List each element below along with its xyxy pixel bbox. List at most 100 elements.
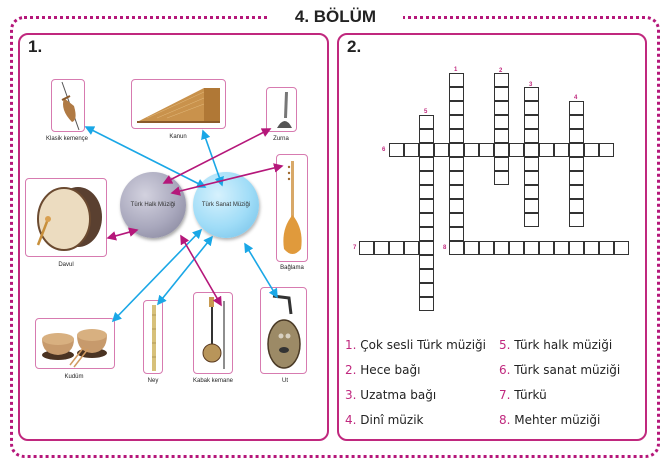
crossword-cell[interactable] [524, 115, 539, 129]
crossword-cell[interactable] [449, 157, 464, 171]
crossword-cell[interactable] [374, 241, 389, 255]
crossword-cell[interactable] [524, 143, 539, 157]
crossword-cell[interactable] [479, 143, 494, 157]
crossword-cell[interactable] [539, 241, 554, 255]
panel-number: 1. [28, 37, 43, 56]
crossword-cell[interactable] [614, 241, 629, 255]
crossword-cell[interactable] [419, 255, 434, 269]
crossword-cell[interactable] [359, 241, 374, 255]
crossword-cell[interactable] [494, 143, 509, 157]
crossword-cell[interactable] [494, 241, 509, 255]
crossword-cell[interactable] [449, 171, 464, 185]
crossword-cell[interactable] [419, 185, 434, 199]
crossword-cell[interactable] [449, 199, 464, 213]
clue-text: Türkü [514, 388, 547, 402]
crossword-cell[interactable] [419, 171, 434, 185]
crossword-cell[interactable] [419, 297, 434, 311]
crossword-cell[interactable] [569, 157, 584, 171]
crossword-cell[interactable] [404, 241, 419, 255]
crossword-cell[interactable] [419, 115, 434, 129]
crossword-cell[interactable] [449, 129, 464, 143]
crossword-cell[interactable] [569, 185, 584, 199]
crossword-cell[interactable] [419, 157, 434, 171]
crossword-cell[interactable] [419, 283, 434, 297]
instrument-card-ut[interactable] [260, 287, 307, 374]
crossword-cell[interactable] [449, 73, 464, 87]
crossword-cell[interactable] [569, 143, 584, 157]
crossword-cell[interactable] [419, 269, 434, 283]
crossword-cell[interactable] [524, 101, 539, 115]
crossword-cell[interactable] [599, 143, 614, 157]
crossword-cell[interactable] [524, 157, 539, 171]
crossword-cell[interactable] [464, 241, 479, 255]
ney-icon [152, 305, 156, 371]
crossword-cell[interactable] [524, 171, 539, 185]
instrument-card-ney[interactable] [143, 300, 163, 374]
crossword-cell[interactable] [419, 213, 434, 227]
crossword-cell[interactable] [434, 143, 449, 157]
crossword-cell[interactable] [524, 199, 539, 213]
instrument-card-kanun[interactable] [131, 79, 226, 129]
crossword-cell[interactable] [524, 87, 539, 101]
crossword-cell[interactable] [494, 157, 509, 171]
clue-text: Çok sesli Türk müziği [360, 338, 486, 352]
crossword-cell[interactable] [419, 129, 434, 143]
crossword-cell[interactable] [569, 115, 584, 129]
crossword-number-8: 8 [443, 245, 447, 251]
crossword-cell[interactable] [419, 143, 434, 157]
crossword-cell[interactable] [599, 241, 614, 255]
instrument-card-kudum[interactable] [35, 318, 115, 369]
crossword-cell[interactable] [494, 73, 509, 87]
section-title: 4. BÖLÜM [294, 7, 377, 26]
crossword-cell[interactable] [494, 87, 509, 101]
crossword-cell[interactable] [509, 143, 524, 157]
crossword-cell[interactable] [554, 143, 569, 157]
crossword-cell[interactable] [569, 171, 584, 185]
crossword-cell[interactable] [449, 115, 464, 129]
crossword-cell[interactable] [389, 143, 404, 157]
crossword-cell[interactable] [449, 227, 464, 241]
instrument-card-klasik-kemence[interactable] [51, 79, 85, 132]
crossword-cell[interactable] [449, 241, 464, 255]
instrument-card-kabak-kemane[interactable] [193, 292, 233, 374]
circle-turk-halk-muzigi[interactable]: Türk Halk Müziği [120, 172, 186, 238]
crossword-cell[interactable] [404, 143, 419, 157]
crossword-cell[interactable] [494, 129, 509, 143]
instrument-card-davul[interactable] [25, 178, 107, 257]
crossword-cell[interactable] [554, 241, 569, 255]
instrument-card-zurna[interactable] [266, 87, 297, 132]
instrument-card-baglama[interactable] [276, 154, 308, 262]
crossword-cell[interactable] [569, 213, 584, 227]
crossword-cell[interactable] [449, 143, 464, 157]
crossword-cell[interactable] [449, 185, 464, 199]
crossword-cell[interactable] [584, 241, 599, 255]
crossword-cell[interactable] [494, 115, 509, 129]
crossword-cell[interactable] [524, 213, 539, 227]
crossword-cell[interactable] [569, 129, 584, 143]
label-klasik-kemence: Klasik kemençe [45, 136, 89, 142]
crossword-cell[interactable] [494, 171, 509, 185]
clue-text: Mehter müziği [514, 413, 601, 427]
crossword-cell[interactable] [419, 227, 434, 241]
crossword-cell[interactable] [524, 185, 539, 199]
crossword-cell[interactable] [449, 101, 464, 115]
crossword-cell[interactable] [449, 213, 464, 227]
crossword-cell[interactable] [524, 129, 539, 143]
crossword-cell[interactable] [419, 241, 434, 255]
clue-num: 5. [499, 338, 511, 352]
crossword-cell[interactable] [584, 143, 599, 157]
circle-turk-sanat-muzigi[interactable]: Türk Sanat Müziği [193, 172, 259, 238]
crossword-cell[interactable] [479, 241, 494, 255]
crossword-cell[interactable] [494, 101, 509, 115]
crossword-cell[interactable] [524, 241, 539, 255]
crossword-cell[interactable] [509, 241, 524, 255]
crossword-cell[interactable] [569, 241, 584, 255]
crossword-cell[interactable] [569, 101, 584, 115]
crossword-cell[interactable] [449, 87, 464, 101]
label-ney: Ney [147, 378, 159, 384]
crossword-cell[interactable] [419, 199, 434, 213]
crossword-cell[interactable] [389, 241, 404, 255]
crossword-cell[interactable] [464, 143, 479, 157]
crossword-cell[interactable] [539, 143, 554, 157]
crossword-cell[interactable] [569, 199, 584, 213]
